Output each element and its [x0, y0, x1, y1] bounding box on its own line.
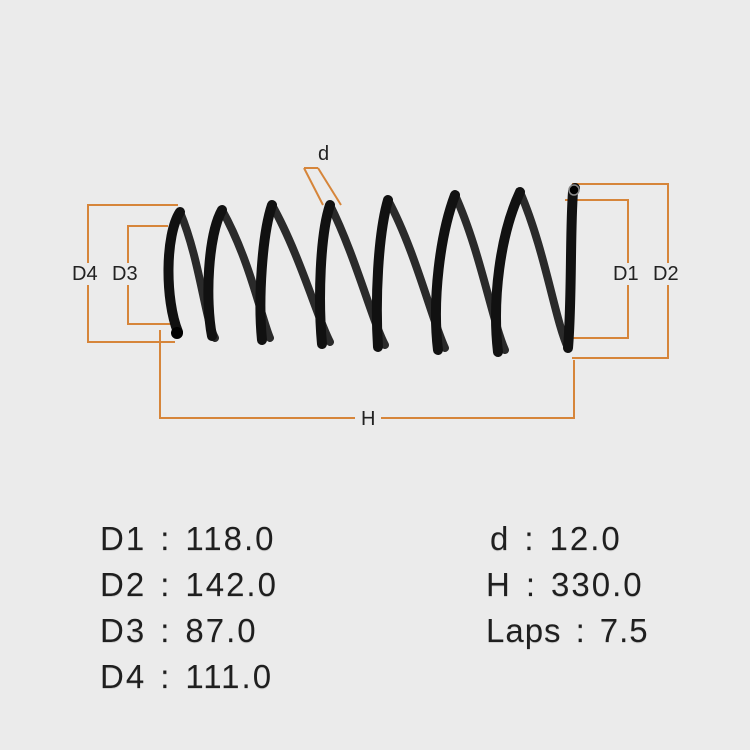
spring-diagram: d D4 D3 D1 D2 H	[70, 143, 681, 430]
d1-label: D1	[611, 263, 641, 285]
spec-separator: :	[524, 520, 536, 557]
spec-row-laps: Laps:7.5	[486, 612, 649, 650]
spec-label: D3	[100, 612, 147, 649]
front-strand-7	[491, 187, 525, 357]
spec-row-d3: D3:87.0	[100, 612, 258, 650]
spec-value: 118.0	[185, 520, 276, 557]
back-strand-2	[218, 206, 274, 342]
spring-coils	[163, 183, 580, 357]
spec-row-d4: D4:111.0	[100, 658, 273, 696]
spec-row-h: H:330.0	[486, 566, 644, 604]
spec-label: D4	[100, 658, 147, 695]
spec-value: 330.0	[551, 566, 644, 603]
h-label: H	[355, 408, 382, 430]
front-strand-8	[563, 187, 578, 353]
wire-end-top	[568, 184, 580, 196]
spec-row-d2: D2:142.0	[100, 566, 278, 604]
spec-value: 142.0	[185, 566, 278, 603]
front-strand-5	[371, 195, 393, 352]
spec-separator: :	[160, 566, 172, 603]
h-dimension-line	[159, 330, 575, 419]
spec-separator: :	[160, 612, 172, 649]
spec-label: H	[486, 566, 512, 603]
spec-row-d1: D1:118.0	[100, 520, 276, 558]
spec-separator: :	[160, 520, 172, 557]
front-strand-3	[255, 200, 277, 345]
d3-label: D3	[110, 263, 140, 285]
front-strand-6	[430, 190, 460, 355]
spec-label: D2	[100, 566, 147, 603]
d4-label: D4	[70, 263, 100, 285]
spec-value: 111.0	[185, 658, 274, 695]
spec-label: D1	[100, 520, 147, 557]
front-strand-4	[315, 200, 335, 349]
spec-label: Laps	[486, 612, 562, 649]
front-strand-1	[163, 207, 185, 337]
spec-value: 12.0	[549, 520, 622, 557]
spec-value: 7.5	[599, 612, 649, 649]
d2-label: D2	[651, 263, 681, 285]
spec-separator: :	[160, 658, 172, 695]
spec-separator: :	[575, 612, 586, 649]
back-strand-7	[516, 188, 572, 352]
wire-end-bottom	[171, 327, 183, 339]
d-leader-line-b	[317, 167, 342, 206]
front-strand-2	[203, 205, 227, 341]
spec-separator: :	[525, 566, 538, 603]
d-leader-line-a	[303, 167, 324, 206]
spec-value: 87.0	[185, 612, 258, 649]
spring-drawing	[87, 167, 669, 419]
spec-row-wire-d: d:12.0	[490, 520, 622, 558]
d-label: d	[316, 143, 332, 165]
spec-label: d	[490, 520, 511, 557]
